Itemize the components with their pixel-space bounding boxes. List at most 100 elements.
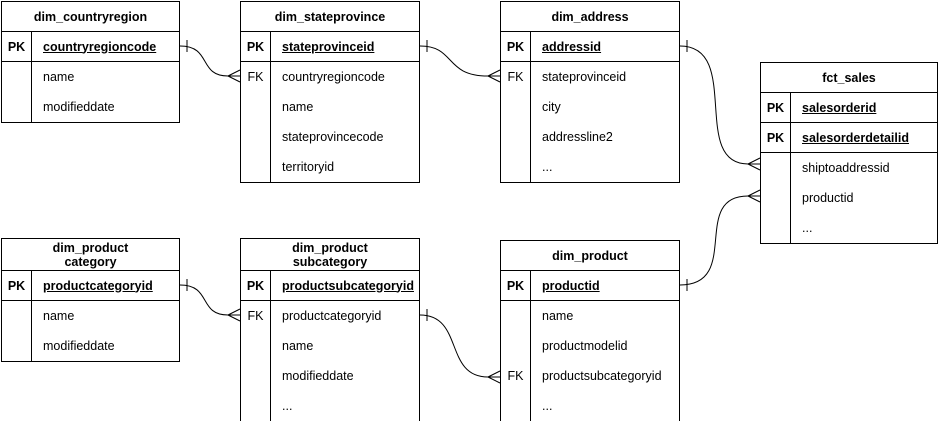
field-name: productcategoryid bbox=[43, 278, 153, 293]
table-row: FK productsubcategoryid bbox=[501, 361, 679, 391]
key-badge bbox=[501, 152, 531, 182]
field-name: modifieddate bbox=[43, 100, 115, 114]
table-row: ... bbox=[501, 391, 679, 421]
table-row: modifieddate bbox=[2, 92, 179, 122]
key-badge bbox=[2, 62, 32, 92]
field-name: addressline2 bbox=[542, 130, 613, 144]
key-badge bbox=[2, 331, 32, 361]
table-dim-product[interactable]: dim_product PK productid name productmod… bbox=[500, 240, 680, 421]
table-row: name bbox=[2, 301, 179, 331]
field-name: productmodelid bbox=[542, 339, 628, 353]
pk-badge: PK bbox=[761, 93, 791, 122]
table-row: FK productcategoryid bbox=[241, 301, 419, 331]
table-row: modifieddate bbox=[2, 331, 179, 361]
field-name: productid bbox=[542, 278, 600, 293]
table-row: ... bbox=[241, 391, 419, 421]
key-badge bbox=[501, 301, 531, 331]
pk-badge: PK bbox=[2, 271, 32, 300]
key-badge bbox=[501, 391, 531, 421]
pk-badge: PK bbox=[501, 32, 531, 61]
key-badge bbox=[761, 153, 791, 183]
table-row: ... bbox=[501, 152, 679, 182]
field-name: ... bbox=[282, 399, 293, 413]
table-dim-product-subcategory[interactable]: dim_product subcategory PK productsubcat… bbox=[240, 238, 420, 421]
table-row: PK salesorderdetailid bbox=[761, 123, 937, 153]
table-title: dim_product subcategory bbox=[241, 239, 419, 271]
table-row: modifieddate bbox=[241, 361, 419, 391]
table-row: PK stateprovinceid bbox=[241, 32, 419, 62]
key-badge bbox=[241, 361, 271, 391]
table-row: shiptoaddressid bbox=[761, 153, 937, 183]
table-title: dim_product bbox=[501, 241, 679, 271]
field-name: name bbox=[43, 309, 75, 323]
table-row: PK productcategoryid bbox=[2, 271, 179, 301]
relationship-address-fctsales bbox=[679, 40, 761, 171]
field-name: productsubcategoryid bbox=[542, 369, 662, 383]
pk-badge: PK bbox=[501, 271, 531, 300]
fk-badge: FK bbox=[501, 62, 531, 92]
field-name: name bbox=[282, 100, 314, 114]
table-row: ... bbox=[761, 213, 937, 243]
relationship-product-fctsales bbox=[679, 189, 761, 291]
table-dim-address[interactable]: dim_address PK addressid FK stateprovinc… bbox=[500, 1, 680, 183]
table-row: territoryid bbox=[241, 152, 419, 182]
key-badge bbox=[2, 92, 32, 122]
table-row: addressline2 bbox=[501, 122, 679, 152]
table-row: FK stateprovinceid bbox=[501, 62, 679, 92]
table-row: PK addressid bbox=[501, 32, 679, 62]
field-name: countryregioncode bbox=[43, 39, 157, 54]
field-name: salesorderid bbox=[802, 100, 877, 115]
field-name: ... bbox=[542, 160, 553, 174]
key-badge bbox=[241, 92, 271, 122]
relationship-countryregion-stateprovince bbox=[179, 40, 241, 83]
table-row: stateprovincecode bbox=[241, 122, 419, 152]
table-row: productid bbox=[761, 183, 937, 213]
table-row: FK countryregioncode bbox=[241, 62, 419, 92]
field-name: stateprovinceid bbox=[542, 70, 627, 84]
table-title: dim_stateprovince bbox=[241, 2, 419, 32]
relationship-subcategory-product bbox=[419, 309, 501, 384]
table-fct-sales[interactable]: fct_sales PK salesorderid PK salesorderd… bbox=[760, 62, 938, 244]
pk-badge: PK bbox=[241, 271, 271, 300]
table-row: PK productid bbox=[501, 271, 679, 301]
key-badge bbox=[761, 183, 791, 213]
pk-badge: PK bbox=[761, 123, 791, 152]
table-dim-countryregion[interactable]: dim_countryregion PK countryregioncode n… bbox=[1, 1, 180, 123]
table-dim-product-category[interactable]: dim_product category PK productcategoryi… bbox=[1, 238, 180, 362]
table-row: name bbox=[241, 92, 419, 122]
fk-badge: FK bbox=[241, 301, 271, 331]
table-title: dim_address bbox=[501, 2, 679, 32]
field-name: shiptoaddressid bbox=[802, 161, 890, 175]
key-badge bbox=[761, 213, 791, 243]
field-name: territoryid bbox=[282, 160, 335, 174]
table-row: name bbox=[2, 62, 179, 92]
field-name: stateprovincecode bbox=[282, 130, 384, 144]
table-row: PK salesorderid bbox=[761, 93, 937, 123]
field-name: modifieddate bbox=[282, 369, 354, 383]
relationship-stateprovince-address bbox=[419, 40, 501, 83]
table-title: dim_countryregion bbox=[2, 2, 179, 32]
field-name: name bbox=[542, 309, 574, 323]
pk-badge: PK bbox=[241, 32, 271, 61]
key-badge bbox=[241, 391, 271, 421]
table-row: name bbox=[241, 331, 419, 361]
field-name: productid bbox=[802, 191, 854, 205]
field-name: salesorderdetailid bbox=[802, 130, 909, 145]
table-title: dim_product category bbox=[2, 239, 179, 271]
field-name: addressid bbox=[542, 39, 602, 54]
field-name: ... bbox=[542, 399, 553, 413]
field-name: productsubcategoryid bbox=[282, 278, 414, 293]
key-badge bbox=[241, 152, 271, 182]
fk-badge: FK bbox=[501, 361, 531, 391]
table-row: city bbox=[501, 92, 679, 122]
field-name: ... bbox=[802, 221, 813, 235]
field-name: productcategoryid bbox=[282, 309, 382, 323]
table-dim-stateprovince[interactable]: dim_stateprovince PK stateprovinceid FK … bbox=[240, 1, 420, 183]
table-row: productmodelid bbox=[501, 331, 679, 361]
relationship-category-subcategory bbox=[179, 279, 241, 322]
key-badge bbox=[501, 92, 531, 122]
table-title: fct_sales bbox=[761, 63, 937, 93]
field-name: countryregioncode bbox=[282, 70, 385, 84]
pk-badge: PK bbox=[2, 32, 32, 61]
